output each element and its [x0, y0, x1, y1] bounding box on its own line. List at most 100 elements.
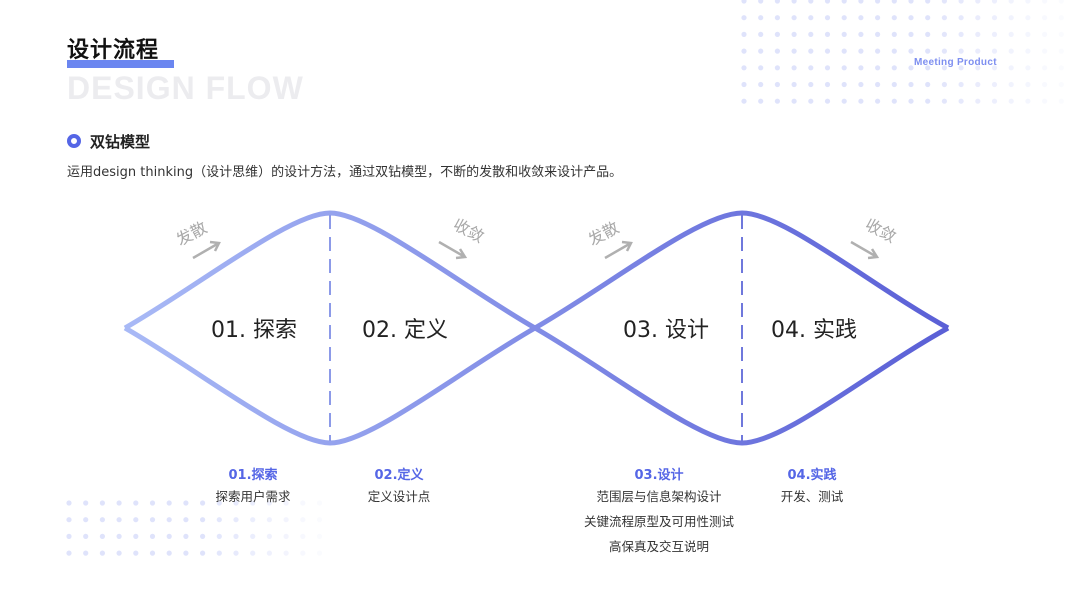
pattern-dot [233, 550, 239, 556]
pattern-dot [116, 550, 122, 556]
pattern-dot [316, 550, 323, 556]
pattern-dot [908, 98, 914, 104]
pattern-dot [925, 65, 931, 71]
pattern-dot [991, 98, 998, 104]
pattern-dot [266, 500, 272, 506]
pattern-dot [875, 15, 881, 21]
pattern-dot [1008, 0, 1014, 4]
pattern-dot [975, 81, 981, 88]
pattern-dot [99, 550, 105, 556]
pattern-dot [283, 550, 289, 556]
pattern-dot [791, 15, 797, 21]
pattern-dot [66, 517, 72, 523]
brand-label: Meeting Product [914, 57, 997, 68]
pattern-dot [1025, 15, 1031, 21]
pattern-dot [233, 500, 239, 506]
pattern-dot [300, 533, 306, 539]
pattern-dot [908, 48, 914, 54]
pattern-dot [858, 31, 864, 37]
pattern-dot [166, 517, 172, 523]
arrow-up-right-icon [604, 240, 633, 260]
pattern-dot [300, 500, 306, 506]
pattern-dot [808, 15, 814, 21]
pattern-dot [1058, 15, 1064, 21]
pattern-dot [991, 31, 998, 37]
pattern-dot [99, 500, 105, 506]
stage-detail: 高保真及交互说明 [608, 539, 709, 554]
pattern-dot [133, 550, 139, 556]
pattern-dot [183, 500, 189, 506]
pattern-dot [791, 65, 797, 71]
pattern-dot [1058, 0, 1064, 4]
pattern-dot [741, 0, 747, 4]
pattern-dot [166, 533, 172, 539]
pattern-dot [791, 48, 797, 54]
pattern-dot [149, 500, 156, 506]
pattern-dot [841, 48, 847, 54]
pattern-dot [149, 517, 156, 523]
pattern-dot [758, 98, 764, 104]
pattern-dot [841, 15, 847, 21]
pattern-dot [991, 65, 998, 71]
pattern-dot [858, 15, 864, 21]
pattern-dot [741, 15, 747, 21]
pattern-dot [908, 31, 914, 37]
stage-detail: 范围层与信息架构设计 [596, 489, 722, 504]
pattern-dot [200, 500, 206, 506]
pattern-dot [283, 517, 289, 523]
pattern-dot [891, 0, 897, 4]
pattern-dot [991, 48, 998, 54]
pattern-dot [1025, 0, 1031, 4]
pattern-dot [233, 533, 239, 539]
pattern-dot [908, 65, 914, 71]
pattern-dot [925, 31, 931, 37]
pattern-dot [958, 65, 964, 71]
pattern-dot [808, 98, 814, 104]
pattern-dot [66, 500, 72, 506]
pattern-dot [774, 15, 780, 21]
pattern-dot [758, 31, 764, 37]
pattern-dot [824, 98, 831, 104]
arrow-up-right-icon [192, 240, 221, 260]
pattern-dot [958, 48, 964, 54]
pattern-dot [958, 0, 964, 4]
pattern-dot [1042, 48, 1048, 54]
pattern-dot [791, 0, 797, 4]
arrow-down-right-icon [438, 240, 468, 260]
pattern-dot [316, 517, 323, 523]
pattern-dot [83, 517, 89, 523]
pattern-dot [975, 15, 981, 21]
pattern-dot [774, 48, 780, 54]
pattern-dot [774, 0, 780, 4]
pattern-dot [216, 500, 222, 506]
pattern-dot [116, 533, 122, 539]
arrow-down-right-icon [850, 240, 880, 260]
phase-label: 01. 探索 [211, 318, 297, 343]
pattern-dot [824, 48, 831, 54]
pattern-dot [941, 65, 947, 71]
pattern-dot [958, 98, 964, 104]
diverge-label: 发散 [173, 218, 210, 250]
pattern-dot [925, 15, 931, 21]
pattern-dot [266, 533, 272, 539]
stage-title: 03.设计 [634, 468, 684, 483]
pattern-dot [216, 517, 222, 523]
converge-label: 收敛 [862, 215, 899, 247]
pattern-dot [758, 81, 764, 88]
pattern-dot [991, 15, 998, 21]
pattern-dot [250, 517, 256, 523]
pattern-dot [133, 500, 139, 506]
pattern-dot [808, 0, 814, 4]
pattern-dot [1058, 31, 1064, 37]
pattern-dot [791, 31, 797, 37]
page-title: 设计流程 [67, 38, 160, 63]
pattern-dot [858, 0, 864, 4]
pattern-dot [841, 65, 847, 71]
pattern-dot [283, 533, 289, 539]
pattern-dot [774, 81, 780, 88]
pattern-dot [133, 517, 139, 523]
pattern-dot [925, 98, 931, 104]
pattern-dot [316, 533, 323, 539]
pattern-dot [891, 98, 897, 104]
pattern-dot [841, 98, 847, 104]
